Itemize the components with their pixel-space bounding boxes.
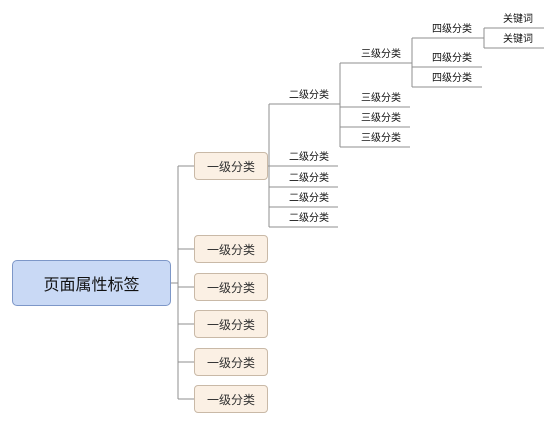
level3-topic[interactable]: 三级分类 — [361, 93, 401, 104]
level1-topic[interactable]: 一级分类 — [194, 273, 268, 301]
level3-topic[interactable]: 三级分类 — [361, 133, 401, 144]
keyword-topic[interactable]: 关键词 — [503, 14, 533, 25]
root-topic-label: 页面属性标签 — [43, 275, 140, 294]
level2-topic[interactable]: 二级分类 — [289, 173, 329, 184]
level3-topic[interactable]: 三级分类 — [361, 113, 401, 124]
keyword-topic[interactable]: 关键词 — [503, 34, 533, 45]
root-topic[interactable]: 页面属性标签 — [12, 260, 171, 306]
level1-topic[interactable]: 一级分类 — [194, 348, 268, 376]
level2-topic[interactable]: 二级分类 — [289, 193, 329, 204]
level1-topic-label: 一级分类 — [206, 280, 255, 295]
level1-topic-label: 一级分类 — [206, 242, 255, 257]
level1-topic[interactable]: 一级分类 — [194, 235, 268, 263]
level1-topic[interactable]: 一级分类 — [194, 310, 268, 338]
level1-topic-label: 一级分类 — [206, 317, 255, 332]
level2-topic[interactable]: 二级分类 — [289, 152, 329, 163]
level2-topic[interactable]: 二级分类 — [289, 213, 329, 224]
level4-topic[interactable]: 四级分类 — [432, 24, 472, 35]
level4-topic[interactable]: 四级分类 — [432, 53, 472, 64]
level1-topic-label: 一级分类 — [206, 355, 255, 370]
level1-topic[interactable]: 一级分类 — [194, 152, 268, 180]
level2-topic[interactable]: 二级分类 — [289, 90, 329, 101]
level1-topic-label: 一级分类 — [206, 392, 255, 407]
level1-topic-label: 一级分类 — [206, 159, 255, 174]
level1-topic[interactable]: 一级分类 — [194, 385, 268, 413]
level3-topic[interactable]: 三级分类 — [361, 49, 401, 60]
level4-topic[interactable]: 四级分类 — [432, 73, 472, 84]
